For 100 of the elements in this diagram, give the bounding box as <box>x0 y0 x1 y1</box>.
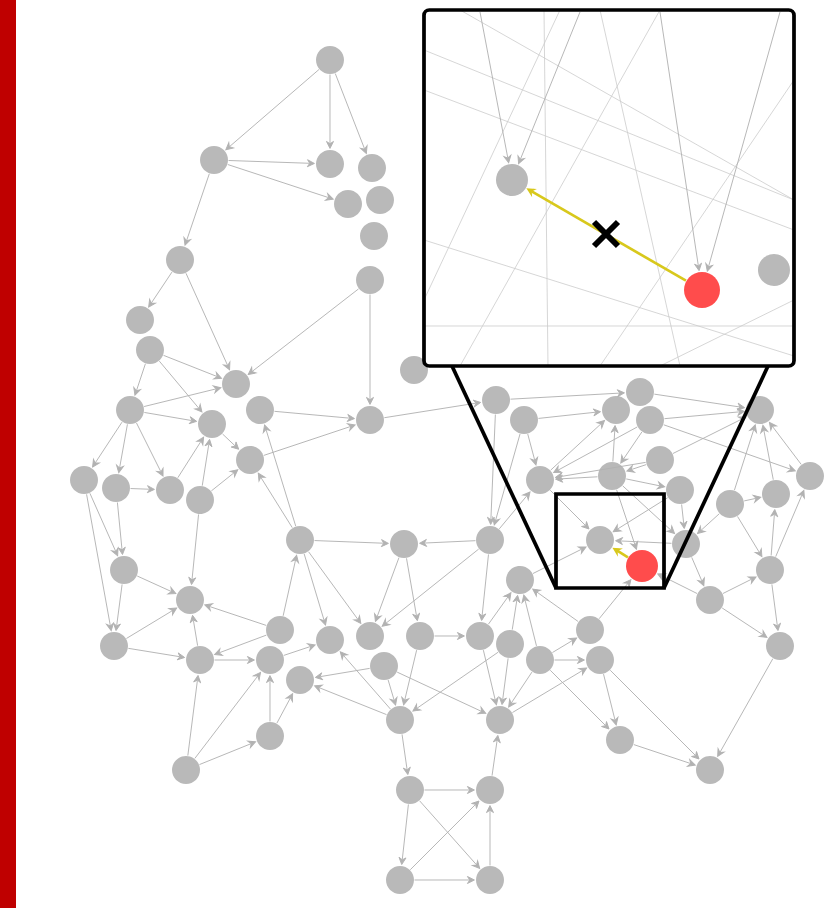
arrow <box>401 733 411 776</box>
arrow <box>401 649 418 706</box>
graph-node <box>756 556 784 584</box>
arrow <box>188 514 199 585</box>
arrow <box>549 489 590 530</box>
graph-node <box>334 190 362 218</box>
graph-node <box>400 356 428 384</box>
arrow <box>487 592 512 625</box>
arrow <box>663 424 796 473</box>
arrow <box>136 575 177 595</box>
graph-node <box>356 406 384 434</box>
arrow <box>276 693 294 724</box>
graph-node <box>496 630 524 658</box>
arrow <box>733 424 757 491</box>
graph-node <box>356 266 384 294</box>
arrow <box>554 656 585 664</box>
arrow <box>622 485 675 534</box>
arrow <box>492 433 521 526</box>
arrow <box>127 647 186 661</box>
arrow <box>247 288 359 375</box>
arrow <box>532 546 587 574</box>
arrow <box>133 363 146 396</box>
arrow <box>130 485 155 494</box>
arrow <box>419 538 476 547</box>
graph-node <box>100 632 128 660</box>
graph-node <box>636 406 664 434</box>
arrow <box>189 614 199 647</box>
arrow <box>314 539 389 548</box>
arrow <box>266 675 274 722</box>
graph-node <box>200 146 228 174</box>
graph-node <box>186 486 214 514</box>
arrow <box>116 502 126 555</box>
graph-node <box>476 776 504 804</box>
graph-node <box>316 150 344 178</box>
graph-node <box>626 378 654 406</box>
graph-node <box>476 526 504 554</box>
arrow <box>521 594 537 647</box>
graph-node <box>286 526 314 554</box>
arrow <box>424 786 475 794</box>
graph-node <box>370 652 398 680</box>
arrow <box>657 573 698 594</box>
arrow <box>143 411 198 425</box>
arrow <box>771 583 781 632</box>
graph-node <box>506 566 534 594</box>
arrow <box>498 491 531 530</box>
graph-node <box>198 410 226 438</box>
arrow <box>760 424 774 481</box>
arrow <box>214 656 255 664</box>
arrow <box>612 497 669 533</box>
arrow <box>508 671 533 708</box>
arrow <box>263 423 356 456</box>
graph-node <box>358 154 386 182</box>
arrow <box>705 11 781 272</box>
arrow <box>511 594 521 631</box>
arrow <box>92 421 123 468</box>
arrow <box>282 554 299 617</box>
graph-node <box>356 622 384 650</box>
arrow <box>633 744 696 767</box>
arrow <box>672 416 747 454</box>
graph-node <box>626 550 658 582</box>
graph-node <box>102 474 130 502</box>
graph-node <box>696 586 724 614</box>
graph-node <box>286 666 314 694</box>
graph-node <box>136 336 164 364</box>
graph-node <box>684 272 720 308</box>
arrow <box>775 489 805 558</box>
arrow <box>257 472 293 529</box>
arrow <box>366 294 374 405</box>
arrow <box>603 673 619 726</box>
graph-node <box>116 396 144 424</box>
arrow <box>616 489 639 550</box>
graph-node <box>758 254 790 286</box>
arrow <box>183 173 210 246</box>
arrow <box>550 420 605 471</box>
arrow <box>691 556 705 587</box>
arrow <box>225 69 320 151</box>
arrow <box>653 393 746 411</box>
arrow <box>283 643 316 656</box>
graph-node <box>716 490 744 518</box>
graph-node <box>256 646 284 674</box>
graph-node <box>796 462 824 490</box>
arrow <box>482 649 499 706</box>
arrow <box>499 657 509 705</box>
graph-node <box>222 370 250 398</box>
arrow <box>721 607 768 638</box>
graph-node <box>486 706 514 734</box>
arrow <box>625 478 666 490</box>
arrow <box>517 11 581 165</box>
arrow <box>143 385 222 407</box>
arrow <box>615 537 672 546</box>
arrow <box>136 422 164 477</box>
arrow <box>89 492 119 557</box>
arrow <box>398 804 409 865</box>
arrow <box>552 637 578 653</box>
arrow <box>510 389 625 400</box>
arrow <box>274 410 355 422</box>
graph-node <box>466 622 494 650</box>
arrow <box>478 554 489 621</box>
graph-node <box>366 186 394 214</box>
graph-node <box>606 726 634 754</box>
